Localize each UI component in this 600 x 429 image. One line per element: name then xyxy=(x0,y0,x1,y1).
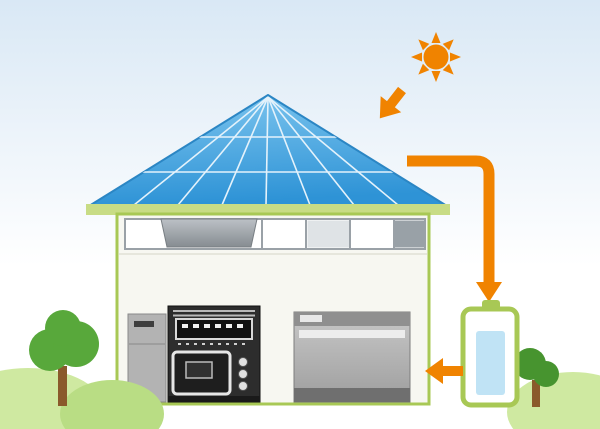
tree-trunk xyxy=(58,366,67,406)
storage-battery xyxy=(460,300,520,408)
panel-grid-line xyxy=(267,96,399,206)
display-tick xyxy=(226,324,232,328)
tree-crown xyxy=(514,348,559,387)
roof-eave xyxy=(86,204,450,215)
sun-icon xyxy=(411,32,461,82)
display-tick xyxy=(204,324,210,328)
oven-window-inner xyxy=(185,361,213,379)
battery-to-appliance-arrow xyxy=(425,358,463,384)
tree-crown-lobe xyxy=(45,310,81,346)
sun-ray xyxy=(442,63,454,75)
dishwasher-kickplate xyxy=(294,388,410,402)
panel-grid-line xyxy=(177,96,269,206)
panel-grid-line xyxy=(265,96,269,206)
battery-cell xyxy=(476,331,505,395)
display-tick xyxy=(215,324,221,328)
display-tick xyxy=(193,324,199,328)
sun-ray xyxy=(450,52,461,62)
shrub xyxy=(507,372,600,429)
window-mullions xyxy=(261,219,395,249)
shrub xyxy=(60,380,164,429)
oven-display xyxy=(175,318,253,340)
tree-trunk xyxy=(532,380,540,407)
roof-to-battery-arrow xyxy=(407,155,502,302)
house xyxy=(115,212,431,406)
window-pane-shaded xyxy=(307,220,349,248)
oven-vent-line xyxy=(173,310,255,312)
panel-grid-line xyxy=(267,96,311,206)
roof-to-battery-arrow-shaft xyxy=(407,155,495,283)
sunlight-arrow xyxy=(379,86,406,119)
oven-display-ticks xyxy=(182,324,243,328)
oven-knob xyxy=(238,381,248,391)
sun-ray xyxy=(411,52,422,62)
window-pane-shaded xyxy=(395,220,424,248)
second-floor-awning xyxy=(160,218,258,248)
trees-right xyxy=(507,348,600,429)
dishwasher-body xyxy=(293,311,411,403)
trees-left xyxy=(0,310,164,429)
sun-ray xyxy=(442,39,454,51)
sun-ray xyxy=(431,32,441,43)
sun-disc xyxy=(423,44,449,70)
dishwasher-control-strip xyxy=(294,312,410,326)
panel-grid-line xyxy=(221,96,269,206)
dishwasher-handle-slot xyxy=(299,330,405,338)
display-tick xyxy=(237,324,243,328)
dishwasher-control xyxy=(300,315,322,322)
sun-ray xyxy=(431,71,441,82)
sun-ray xyxy=(418,39,430,51)
oven-unit xyxy=(167,305,261,403)
display-tick xyxy=(182,324,188,328)
refrigerator-handle xyxy=(134,321,154,327)
tree-crown-lobe xyxy=(533,361,559,387)
oven-knobs xyxy=(238,357,248,391)
sun-ray xyxy=(418,63,430,75)
oven-vent-line xyxy=(173,314,255,317)
oven-knob xyxy=(238,369,248,379)
oven-knob xyxy=(238,357,248,367)
tree-crown xyxy=(29,310,99,371)
panel-grid-line xyxy=(267,96,355,206)
dishwasher xyxy=(293,311,411,403)
panel-grid-line xyxy=(133,96,269,206)
oven-base xyxy=(168,396,260,402)
arrow-head xyxy=(476,282,502,302)
